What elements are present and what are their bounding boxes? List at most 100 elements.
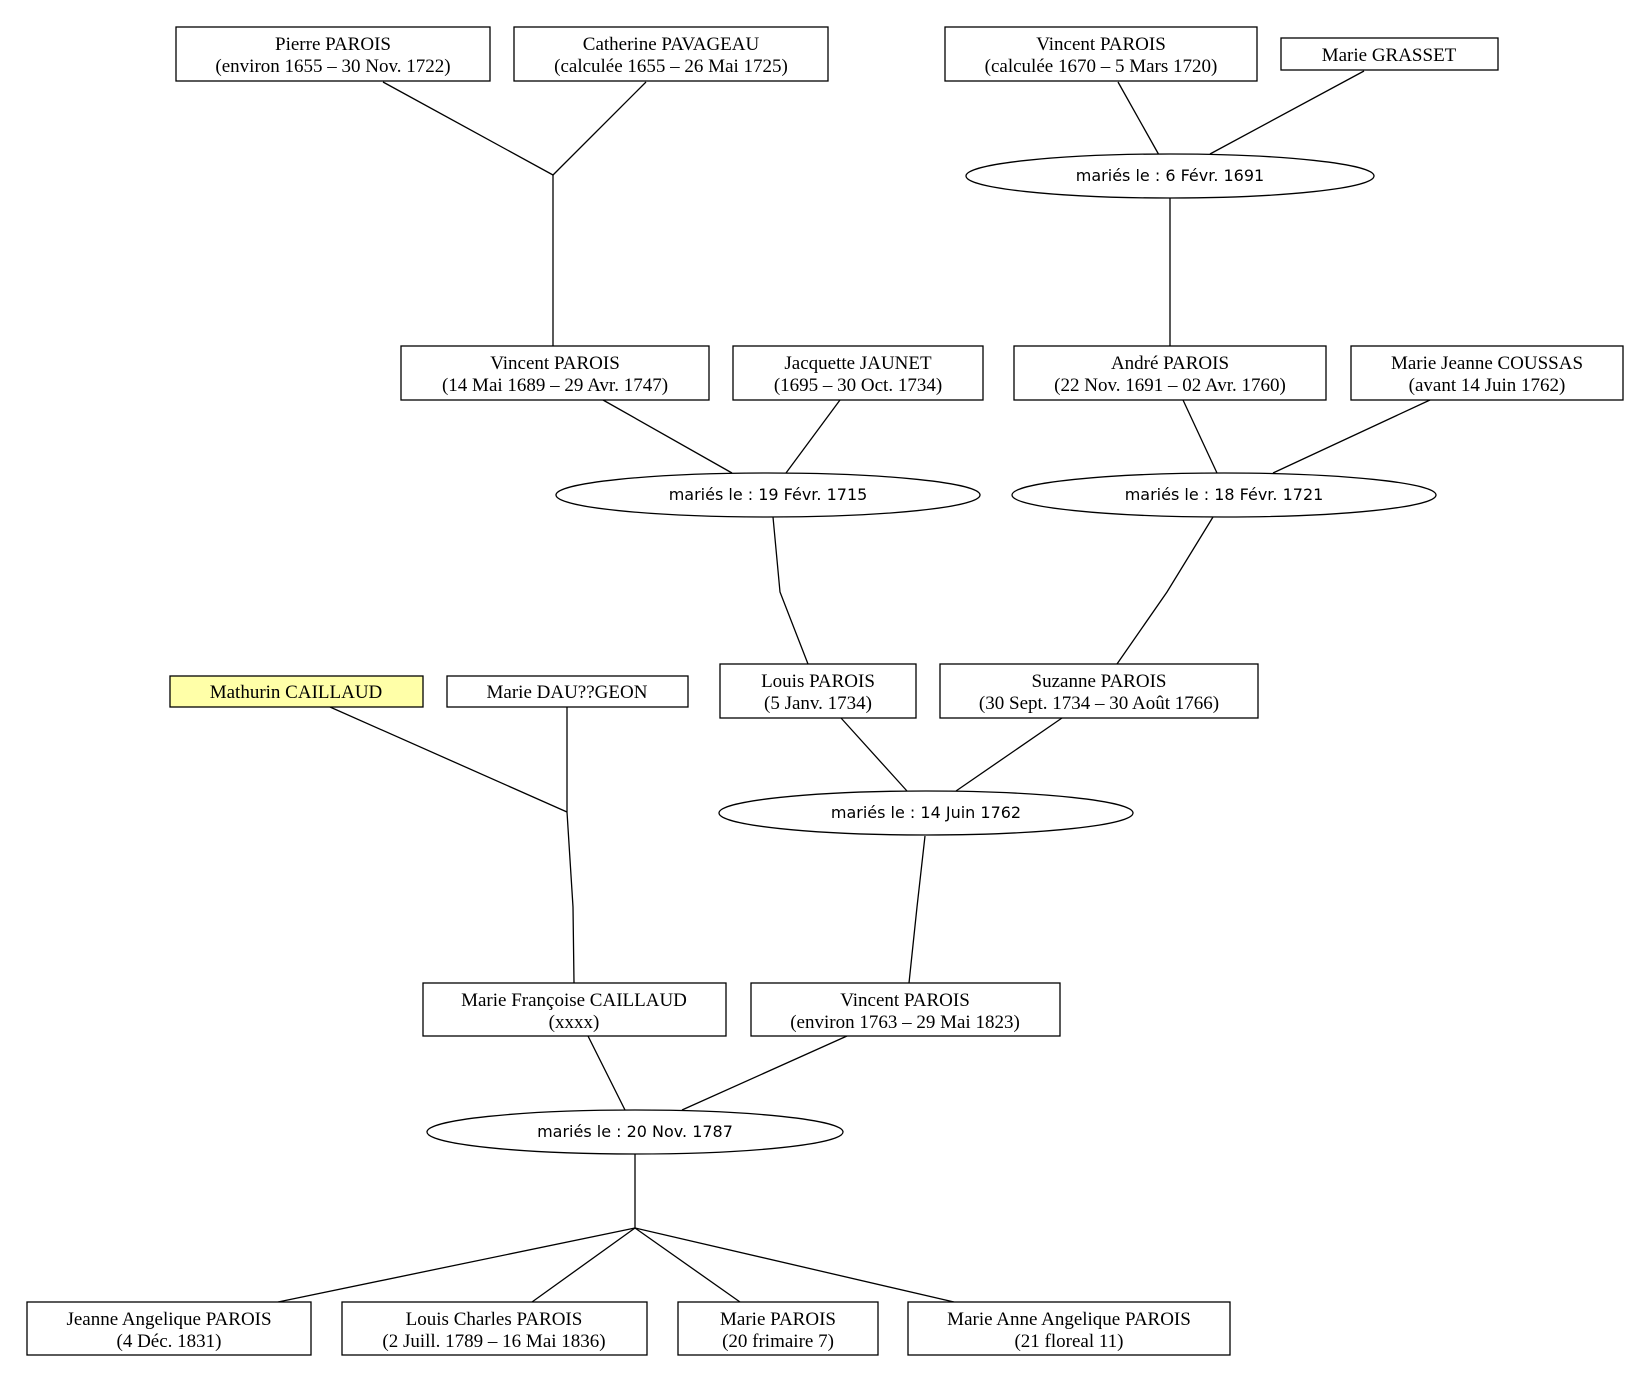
person-marie-grasset[interactable]: Marie GRASSET <box>1280 37 1499 71</box>
union-label: mariés le : 6 Févr. 1691 <box>1076 166 1264 185</box>
person-andre-parois[interactable]: André PAROIS (22 Nov. 1691 – 02 Avr. 176… <box>1013 345 1327 401</box>
person-box <box>944 26 1258 82</box>
edge-marie-francoise-union <box>587 1035 626 1111</box>
person-marie-jeanne-coussas[interactable]: Marie Jeanne COUSSAS (avant 14 Juin 1762… <box>1350 345 1624 401</box>
edge-mathurin-junction <box>329 706 568 813</box>
person-box <box>750 982 1061 1037</box>
person-dates: (20 frimaire 7) <box>722 1331 834 1352</box>
person-name: Louis PAROIS <box>761 671 875 692</box>
union-ellipse <box>965 153 1375 199</box>
edge-grasset-union <box>1209 70 1365 155</box>
person-vincent-parois-1689[interactable]: Vincent PAROIS (14 Mai 1689 – 29 Avr. 17… <box>400 345 710 401</box>
person-marie-francoise-caillaud[interactable]: Marie Françoise CAILLAUD (xxxx) <box>422 982 727 1037</box>
edge-vincent-1670-union <box>1117 81 1160 156</box>
person-name: Louis Charles PAROIS <box>406 1309 583 1330</box>
edge-louis-union <box>840 717 908 792</box>
person-box <box>422 982 727 1037</box>
edge-union-1721-suzanne <box>1116 516 1214 665</box>
person-name: Marie Françoise CAILLAUD <box>461 990 687 1011</box>
person-louis-parois[interactable]: Louis PAROIS (5 Janv. 1734) <box>719 663 917 719</box>
edge-coussas-union <box>1272 399 1431 474</box>
person-name: Mathurin CAILLAUD <box>210 682 383 703</box>
person-box <box>400 345 710 401</box>
person-jacquette-jaunet[interactable]: Jacquette JAUNET (1695 – 30 Oct. 1734) <box>732 345 984 401</box>
person-dates: (22 Nov. 1691 – 02 Avr. 1760) <box>1054 375 1286 396</box>
union-u1787[interactable]: mariés le : 20 Nov. 1787 <box>426 1109 844 1155</box>
union-u1721[interactable]: mariés le : 18 Févr. 1721 <box>1011 472 1437 518</box>
edge-junction-jeanne-angelique <box>277 1227 636 1303</box>
person-name: Suzanne PAROIS <box>1032 671 1167 692</box>
union-u1762[interactable]: mariés le : 14 Juin 1762 <box>718 790 1134 836</box>
person-box <box>169 675 424 708</box>
person-name: Vincent PAROIS <box>490 353 620 374</box>
person-vincent-parois-1670[interactable]: Vincent PAROIS (calculée 1670 – 5 Mars 1… <box>944 26 1258 82</box>
person-box <box>175 26 491 82</box>
person-dates: (1695 – 30 Oct. 1734) <box>774 375 942 396</box>
person-box <box>1350 345 1624 401</box>
person-box <box>341 1301 648 1356</box>
person-name: André PAROIS <box>1111 353 1229 374</box>
person-dates: (21 floreal 11) <box>1014 1331 1123 1352</box>
person-dates: (30 Sept. 1734 – 30 Août 1766) <box>979 693 1219 714</box>
edge-vincent-1763-union <box>681 1035 848 1111</box>
person-dates: (4 Déc. 1831) <box>117 1331 222 1352</box>
union-label: mariés le : 18 Févr. 1721 <box>1125 485 1324 504</box>
edge-junction-marie-parois <box>634 1227 741 1303</box>
person-mathurin-caillaud[interactable]: Mathurin CAILLAUD <box>169 675 424 708</box>
person-jeanne-angelique-parois[interactable]: Jeanne Angelique PAROIS (4 Déc. 1831) <box>26 1301 312 1356</box>
person-suzanne-parois[interactable]: Suzanne PAROIS (30 Sept. 1734 – 30 Août … <box>939 663 1259 719</box>
person-dates: (calculée 1670 – 5 Mars 1720) <box>985 56 1218 77</box>
connector-lines <box>277 70 1431 1303</box>
person-box <box>513 26 829 82</box>
edge-andre-union <box>1182 399 1218 474</box>
person-box <box>26 1301 312 1356</box>
union-ellipse <box>1011 472 1437 518</box>
person-pierre-parois[interactable]: Pierre PAROIS (environ 1655 – 30 Nov. 17… <box>175 26 491 82</box>
person-box <box>939 663 1259 719</box>
person-name: Marie DAU??GEON <box>487 682 648 703</box>
person-name: Vincent PAROIS <box>1036 34 1166 55</box>
person-dates: (avant 14 Juin 1762) <box>1409 375 1566 396</box>
union-label: mariés le : 19 Févr. 1715 <box>669 485 868 504</box>
person-dates: (environ 1655 – 30 Nov. 1722) <box>215 56 450 77</box>
person-dates: (2 Juill. 1789 – 16 Mai 1836) <box>382 1331 605 1352</box>
person-dates: (environ 1763 – 29 Mai 1823) <box>790 1012 1020 1033</box>
person-name: Catherine PAVAGEAU <box>583 34 760 55</box>
union-ellipse <box>718 790 1134 836</box>
union-ellipse <box>426 1109 844 1155</box>
person-marie-anne-angelique-parois[interactable]: Marie Anne Angelique PAROIS (21 floreal … <box>907 1301 1231 1356</box>
person-box <box>1280 37 1499 71</box>
person-box <box>677 1301 879 1356</box>
person-name: Marie GRASSET <box>1322 45 1457 66</box>
person-dates: (14 Mai 1689 – 29 Avr. 1747) <box>442 375 668 396</box>
person-name: Vincent PAROIS <box>840 990 970 1011</box>
edge-union-1715-louis <box>772 516 809 665</box>
edge-suzanne-union <box>955 717 1063 792</box>
union-u1691[interactable]: mariés le : 6 Févr. 1691 <box>965 153 1375 199</box>
person-dates: (xxxx) <box>549 1012 600 1033</box>
person-dates: (calculée 1655 – 26 Mai 1725) <box>554 56 788 77</box>
person-name: Jacquette JAUNET <box>784 353 932 374</box>
person-louis-charles-parois[interactable]: Louis Charles PAROIS (2 Juill. 1789 – 16… <box>341 1301 648 1356</box>
person-box <box>1013 345 1327 401</box>
person-marie-parois[interactable]: Marie PAROIS (20 frimaire 7) <box>677 1301 879 1356</box>
person-name: Marie PAROIS <box>720 1309 836 1330</box>
person-name: Marie Anne Angelique PAROIS <box>947 1309 1191 1330</box>
person-box <box>907 1301 1231 1356</box>
edge-pierre-junction <box>382 81 554 176</box>
union-u1715[interactable]: mariés le : 19 Févr. 1715 <box>555 472 981 518</box>
person-name: Pierre PAROIS <box>275 34 391 55</box>
edge-junction-marie-anne <box>634 1227 955 1303</box>
union-label: mariés le : 20 Nov. 1787 <box>537 1122 733 1141</box>
person-marie-dau-geon[interactable]: Marie DAU??GEON <box>446 675 689 708</box>
edge-catherine-junction <box>552 81 647 176</box>
person-name: Jeanne Angelique PAROIS <box>66 1309 271 1330</box>
edge-junction-louis-charles <box>531 1227 636 1303</box>
person-box <box>719 663 917 719</box>
edge-jacquette-union <box>785 399 841 474</box>
person-vincent-parois-1763[interactable]: Vincent PAROIS (environ 1763 – 29 Mai 18… <box>750 982 1061 1037</box>
edge-vincent-1689-union <box>602 399 733 474</box>
person-catherine-pavageau[interactable]: Catherine PAVAGEAU (calculée 1655 – 26 M… <box>513 26 829 82</box>
union-ellipse <box>555 472 981 518</box>
